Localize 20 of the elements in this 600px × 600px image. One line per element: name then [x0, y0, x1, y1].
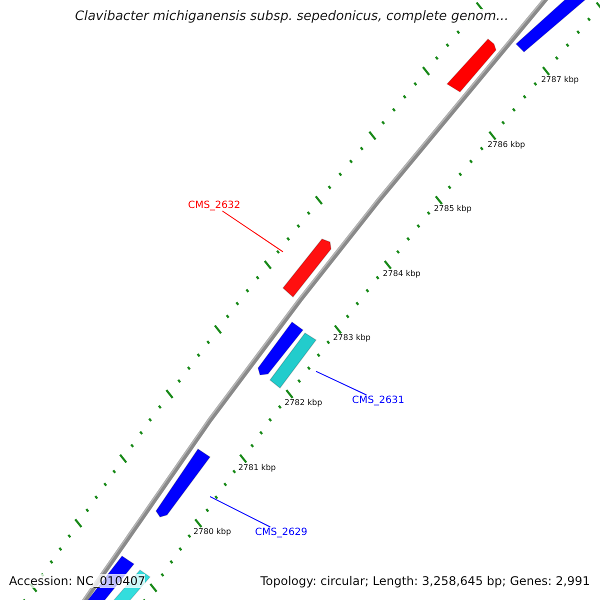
- leader-line: [222, 210, 284, 252]
- scale-label: 2782 kbp: [284, 398, 322, 407]
- scale-label: 2786 kbp: [487, 140, 526, 149]
- gene-label: CMS_2631: [352, 395, 404, 406]
- scale-label: 2781 kbp: [238, 462, 276, 472]
- gene-arrow: [155, 448, 211, 518]
- genome-info-text: Topology: circular; Length: 3,258,645 bp; Genes: 2,991: [260, 574, 590, 588]
- gene-label: CMS_2632: [188, 200, 240, 211]
- gene-arrow: [282, 238, 332, 298]
- scale-label: 2780 kbp: [193, 527, 232, 536]
- scale-label: 2784 kbp: [382, 268, 420, 278]
- scale-label: 2783 kbp: [332, 333, 371, 342]
- gene-arrow: [269, 332, 317, 389]
- scale-label: 2787 kbp: [541, 75, 579, 84]
- leader-line: [316, 370, 367, 396]
- gene-label: CMS_2629: [255, 527, 308, 538]
- accession-text: Accession: NC_010407: [9, 574, 146, 588]
- leader-line: [210, 496, 271, 528]
- scale-label: 2785 kbp: [434, 204, 472, 214]
- title: Clavibacter michiganensis subsp. sepedonicus, complete genom...: [75, 9, 509, 24]
